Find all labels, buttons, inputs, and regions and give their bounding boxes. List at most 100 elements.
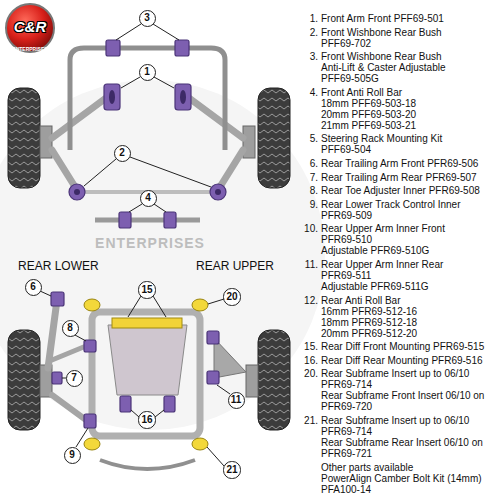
front-axle	[8, 40, 290, 228]
parts-list-line: 18mm PFR69-512-18	[321, 317, 417, 328]
callout-circle: 15	[138, 281, 155, 298]
list-number: 1.	[310, 13, 318, 24]
parts-list-line: PFR69-714	[321, 426, 372, 437]
parts-list-line: Rear Upper Arm Inner Front	[321, 223, 445, 234]
section-heading-box: REAR UPPER	[196, 256, 274, 274]
list-number-box: 3.	[310, 46, 318, 64]
list-number: 8.	[310, 185, 318, 196]
parts-list-line-box: Anti-Lift & Caster Adjustable	[321, 57, 446, 75]
parts-list-line: PFF69-505G	[321, 73, 379, 84]
parts-list-line: PFF69-504	[321, 144, 371, 155]
parts-list-line: PFR69-721	[321, 448, 372, 459]
parts-list-line: PFA100-14	[321, 484, 371, 495]
list-number: 21.	[304, 415, 318, 426]
callout-number: 4	[145, 193, 151, 203]
parts-list-line-box: 21mm PFF69-503-21	[321, 115, 416, 133]
section-heading: REAR LOWER	[18, 260, 99, 272]
logo-subtext: ENTERPRISES	[12, 47, 47, 52]
callout-number: 3	[144, 13, 150, 23]
parts-list-line-box: PFF69-505G	[321, 68, 379, 86]
list-number-box: 6.	[310, 153, 318, 171]
parts-list-line-box: Rear Anti Roll Bar	[321, 290, 400, 308]
callout-number: 9	[69, 450, 75, 460]
list-number: 15.	[304, 341, 318, 352]
parts-list-line-box: Rear Toe Adjuster Inner PFR69-508	[321, 180, 480, 198]
parts-list-line-box: Front Wishbone Rear Bush	[321, 46, 442, 64]
callout-number: 8	[67, 323, 73, 333]
parts-list-line-box: Rear Trailing Arm Front PFR69-506	[321, 153, 478, 171]
parts-list-line: Front Wishbone Rear Bush	[321, 27, 442, 38]
parts-list-line: 16mm PFR69-512-16	[321, 306, 417, 317]
parts-list-line: PFR69-509	[321, 210, 372, 221]
parts-list-line-box: 16mm PFR69-512-16	[321, 301, 417, 319]
list-number: 5.	[310, 133, 318, 144]
callout-number: 20	[226, 292, 237, 302]
parts-list-line: Rear Subframe Front Insert 06/10 on	[321, 390, 484, 401]
parts-list-line: Rear Subframe Insert up to 06/10	[321, 415, 469, 426]
parts-list-line-box: PFF69-702	[321, 33, 371, 51]
parts-list-line-box: PFR69-714	[321, 374, 372, 392]
parts-list-line: Rear Trailing Arm Rear PFR69-507	[321, 172, 477, 183]
parts-list-line-box: Front Wishbone Rear Bush	[321, 22, 442, 40]
parts-list-line: 18mm PFF69-503-18	[321, 98, 416, 109]
list-number: 4.	[310, 87, 318, 98]
callout-number: 6	[30, 282, 36, 292]
callout-circle: 1	[139, 64, 156, 81]
list-number-box: 20.	[304, 363, 318, 381]
callout-circle: 7	[66, 370, 83, 387]
parts-list-line-box: PFF69-504	[321, 139, 371, 157]
parts-list-line-box: PFR69-510	[321, 229, 372, 247]
list-number-box: 15.	[304, 336, 318, 354]
list-number-box: 2.	[310, 22, 318, 40]
parts-list-line-box: PFR69-511	[321, 265, 371, 283]
parts-list-line: PFF69-702	[321, 38, 371, 49]
rear-axle	[8, 292, 290, 469]
list-number-box: 16.	[304, 350, 318, 368]
parts-list-line: 20mm PFR69-512-20	[321, 328, 417, 339]
watermark-disc	[0, 80, 325, 430]
callout-circle: 6	[25, 279, 42, 296]
parts-list-line: 21mm PFF69-503-21	[321, 120, 416, 131]
list-number: 9.	[310, 199, 318, 210]
list-number-box: 8.	[310, 180, 318, 198]
parts-list-line-box: Rear Diff Rear Mounting PFR69-516	[321, 350, 483, 368]
callout-circle: 2	[114, 145, 131, 162]
list-number-box: 10.	[304, 218, 318, 236]
parts-list-line: Rear Diff Front Mounting PFR69-515	[321, 341, 484, 352]
list-number: 3.	[310, 51, 318, 62]
callout-circle: 11	[228, 392, 245, 409]
watermark-text-box: ENTERPRISES	[95, 234, 205, 252]
parts-list-line-box: 20mm PFF69-503-20	[321, 104, 416, 122]
parts-list-line-box: Adjustable PFR69-511G	[321, 276, 429, 294]
parts-list-line-box: Rear Subframe Rear Insert 06/10 on	[321, 432, 483, 450]
callout-number: 7	[71, 373, 77, 383]
list-number-box: 21.	[304, 410, 318, 428]
parts-list-line: Adjustable PFR69-510G	[321, 245, 429, 256]
logo-subtext-box: ENTERPRISES	[12, 37, 47, 55]
parts-list-line-box: Front Anti Roll Bar	[321, 82, 402, 100]
parts-list-line: Other parts available	[321, 462, 413, 473]
list-number: 6.	[310, 158, 318, 169]
parts-list-line: Front Anti Roll Bar	[321, 87, 402, 98]
parts-list-line-box: Adjustable PFR69-510G	[321, 240, 429, 258]
list-number: 2.	[310, 27, 318, 38]
section-heading: REAR UPPER	[196, 260, 274, 272]
parts-list-line: Rear Lower Track Control Inner	[321, 199, 461, 210]
callout-number: 11	[231, 395, 242, 405]
parts-list-line-box: 18mm PFR69-512-18	[321, 312, 417, 330]
parts-list-line-box: 18mm PFF69-503-18	[321, 93, 416, 111]
parts-list-line-box: Other parts available	[321, 457, 413, 475]
callout-number: 15	[141, 285, 152, 295]
parts-list-line-box: Rear Subframe Front Insert 06/10 on	[321, 385, 484, 403]
parts-list-line: 20mm PFF69-503-20	[321, 109, 416, 120]
parts-list-line-box: Front Arm Front PFF69-501	[321, 8, 444, 26]
leader-lines	[40, 24, 230, 466]
list-number-box: 1.	[310, 8, 318, 26]
callout-number: 21	[226, 465, 237, 475]
list-number-box: 11.	[305, 254, 318, 272]
parts-list-line: Rear Upper Arm Inner Rear	[321, 259, 443, 270]
list-number: 16.	[304, 355, 318, 366]
parts-list-line: PFR69-510	[321, 234, 372, 245]
parts-list-line: PFR69-720	[321, 401, 372, 412]
parts-list-line-box: Rear Subframe Insert up to 06/10	[321, 363, 469, 381]
